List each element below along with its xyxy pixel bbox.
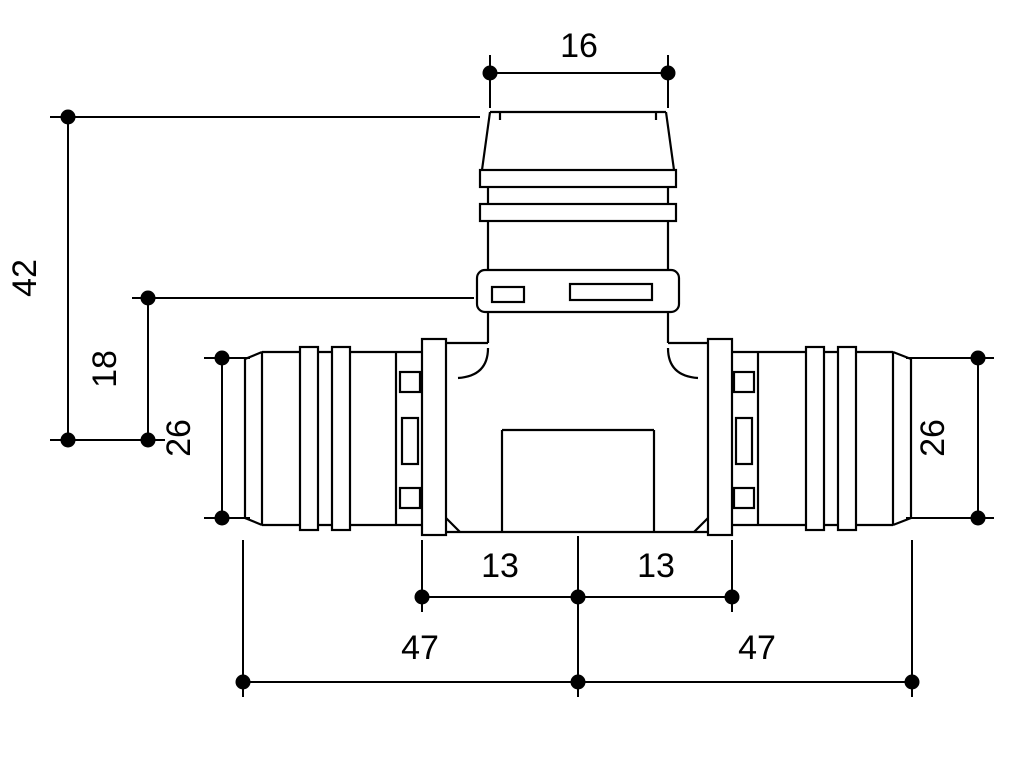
dimension-16: 16 (482, 27, 676, 108)
dim-47-dot-right (904, 674, 920, 690)
right-sleeve-rib-1 (804, 345, 826, 532)
dim-47-dot-left (235, 674, 251, 690)
dimension-26-right: 26 (906, 350, 994, 526)
right-window-top (732, 370, 756, 394)
dim-26r-dot-top (970, 350, 986, 366)
dim-26l-label: 26 (160, 419, 198, 457)
inner-bore-lines (500, 428, 656, 532)
dim-13-dot-center (570, 589, 586, 605)
dimension-47-pair: 47 47 (235, 540, 920, 697)
branch-flange-window-right (568, 282, 654, 302)
branch-collar (480, 110, 676, 171)
tee-fitting (243, 110, 913, 537)
dim-47-left-label: 47 (401, 629, 439, 667)
left-sleeve (243, 345, 422, 532)
dim-13-dot-left (414, 589, 430, 605)
right-flange (706, 337, 734, 537)
body-outline (446, 341, 708, 534)
dim-16-extension-lines (489, 55, 669, 108)
left-window-top (398, 370, 422, 394)
left-window-bottom (398, 486, 422, 510)
branch-band-lower (478, 202, 678, 223)
right-window-middle (734, 416, 754, 466)
right-sleeve (732, 345, 913, 532)
dim-47-extension-lines (242, 540, 913, 697)
left-sleeve-rib-2 (330, 345, 352, 532)
dim-42-dot-bottom (60, 432, 76, 448)
branch-lower-neck (486, 312, 670, 343)
dim-42-label: 42 (6, 259, 44, 297)
right-window-bottom (732, 486, 756, 510)
dim-13-extension-lines (421, 536, 733, 697)
dim-18-dot-bottom (140, 432, 156, 448)
dim-18-label: 18 (86, 350, 124, 388)
horizontal-body (420, 337, 734, 537)
dim-18-dot-top (140, 290, 156, 306)
right-sleeve-rib-2 (836, 345, 858, 532)
dim-47-dot-center (570, 674, 586, 690)
left-window-middle (400, 416, 420, 466)
branch-band-upper (478, 168, 678, 189)
left-sleeve-rib-1 (298, 345, 320, 532)
dim-26l-extension-lines (204, 357, 250, 519)
dimension-13-pair: 13 13 (414, 536, 740, 697)
vertical-branch (475, 110, 681, 343)
dimension-26-left: 26 (160, 350, 250, 526)
dim-16-dot-left (482, 65, 498, 81)
bottom-chamfers (445, 517, 709, 533)
dimension-42: 42 (6, 109, 480, 448)
dim-16-dot-right (660, 65, 676, 81)
dim-26r-dot-bottom (970, 510, 986, 526)
dim-26l-dot-bottom (214, 510, 230, 526)
dim-47-right-label: 47 (738, 629, 776, 667)
dim-13-right-label: 13 (637, 547, 675, 585)
branch-flange-window-left (490, 285, 526, 304)
dim-42-dot-top (60, 109, 76, 125)
dim-13-left-label: 13 (481, 547, 519, 585)
dim-26l-dot-top (214, 350, 230, 366)
branch-body-sides (486, 221, 670, 270)
left-flange (420, 337, 448, 537)
junction-fillets (457, 347, 699, 380)
dim-26r-label: 26 (914, 419, 952, 457)
dimension-18: 18 (86, 290, 474, 448)
branch-neck-1 (486, 187, 670, 204)
dim-16-label: 16 (560, 27, 598, 65)
dim-13-dot-right (724, 589, 740, 605)
